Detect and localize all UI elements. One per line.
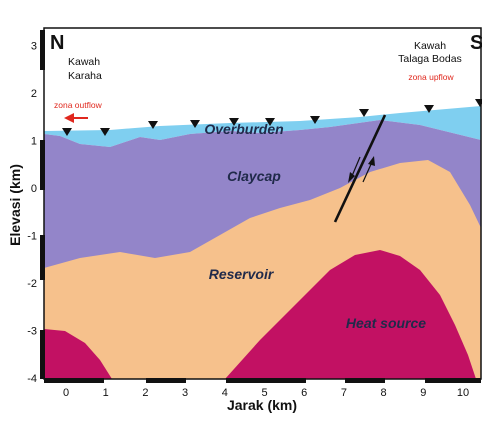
upflow-zone-label: zona upflow [408, 72, 454, 82]
station-marker [190, 120, 200, 128]
kawah-karaha-line2: Karaha [68, 70, 102, 82]
y-axis-segment [40, 30, 45, 70]
reservoir-label: Reservoir [209, 266, 275, 282]
heat-source-body [225, 250, 476, 379]
x-axis-segment [146, 378, 186, 383]
y-axis-segment [40, 140, 45, 190]
x-tick-label: 6 [301, 387, 307, 399]
x-tick-label: 8 [381, 387, 387, 399]
talaga-bodas-line1: Kawah [414, 40, 446, 52]
station-markers [62, 99, 482, 136]
fault-arrowhead-down [348, 172, 355, 183]
y-tick-label: 2 [31, 88, 37, 100]
claycap-label: Claycap [227, 168, 281, 184]
station-marker [229, 118, 239, 126]
y-axis-segment [40, 330, 45, 379]
x-tick-label: 4 [222, 387, 228, 399]
fault-line [333, 114, 387, 223]
x-tick-label: 10 [457, 387, 469, 399]
fault-group [333, 114, 387, 223]
x-axis-segment [345, 378, 385, 383]
x-tick-label: 0 [63, 387, 69, 399]
talaga-bodas-line2: Talaga Bodas [398, 53, 462, 65]
station-marker [100, 128, 110, 136]
y-tick-label: 3 [31, 41, 37, 53]
y-tick-labels: 3 2 1 0 -1 -2 -3 -4 [27, 41, 37, 386]
x-tick-label: 1 [103, 387, 109, 399]
y-tick-label: -2 [27, 278, 37, 290]
station-marker [359, 109, 369, 117]
south-direction-label: S [470, 32, 482, 54]
x-tick-label: 2 [142, 387, 148, 399]
heat-source-label: Heat source [346, 315, 426, 331]
x-tick-label: 3 [182, 387, 188, 399]
y-tick-label: -4 [27, 373, 37, 385]
outflow-zone-label: zona outflow [54, 100, 103, 110]
x-axis-segment [226, 378, 306, 383]
outflow-arrowhead [64, 113, 74, 123]
fault-arrow-up [362, 161, 373, 183]
geology-layers [44, 28, 481, 379]
station-marker [424, 105, 434, 113]
y-tick-label: 0 [31, 183, 37, 195]
fault-arrow-down [351, 156, 361, 177]
y-tick-label: -1 [27, 231, 37, 243]
overburden-layer [44, 106, 481, 147]
x-tick-labels: 0 1 2 3 4 5 6 7 8 9 10 [63, 387, 469, 399]
y-axis-bar [40, 30, 45, 379]
y-axis-title: Elevasi (km) [7, 164, 23, 246]
station-marker [148, 121, 158, 129]
north-direction-label: N [50, 32, 64, 54]
kawah-karaha-line1: Kawah [68, 56, 100, 68]
station-marker [62, 128, 72, 136]
y-axis-segment [40, 235, 45, 280]
station-marker [310, 116, 320, 124]
outflow-arrow [64, 113, 88, 123]
x-tick-label: 7 [341, 387, 347, 399]
x-axis-segment [425, 378, 481, 383]
x-tick-label: 9 [420, 387, 426, 399]
x-tick-label: 5 [261, 387, 267, 399]
y-tick-label: -3 [27, 326, 37, 338]
station-marker [265, 118, 275, 126]
heat-source-left-body [44, 329, 112, 379]
x-axis-bar [44, 378, 481, 383]
x-axis-title: Jarak (km) [227, 397, 297, 413]
overburden-label: Overburden [204, 121, 283, 137]
fault-arrowhead-up [368, 156, 375, 166]
x-axis-segment [44, 378, 104, 383]
y-tick-label: 1 [31, 136, 37, 148]
